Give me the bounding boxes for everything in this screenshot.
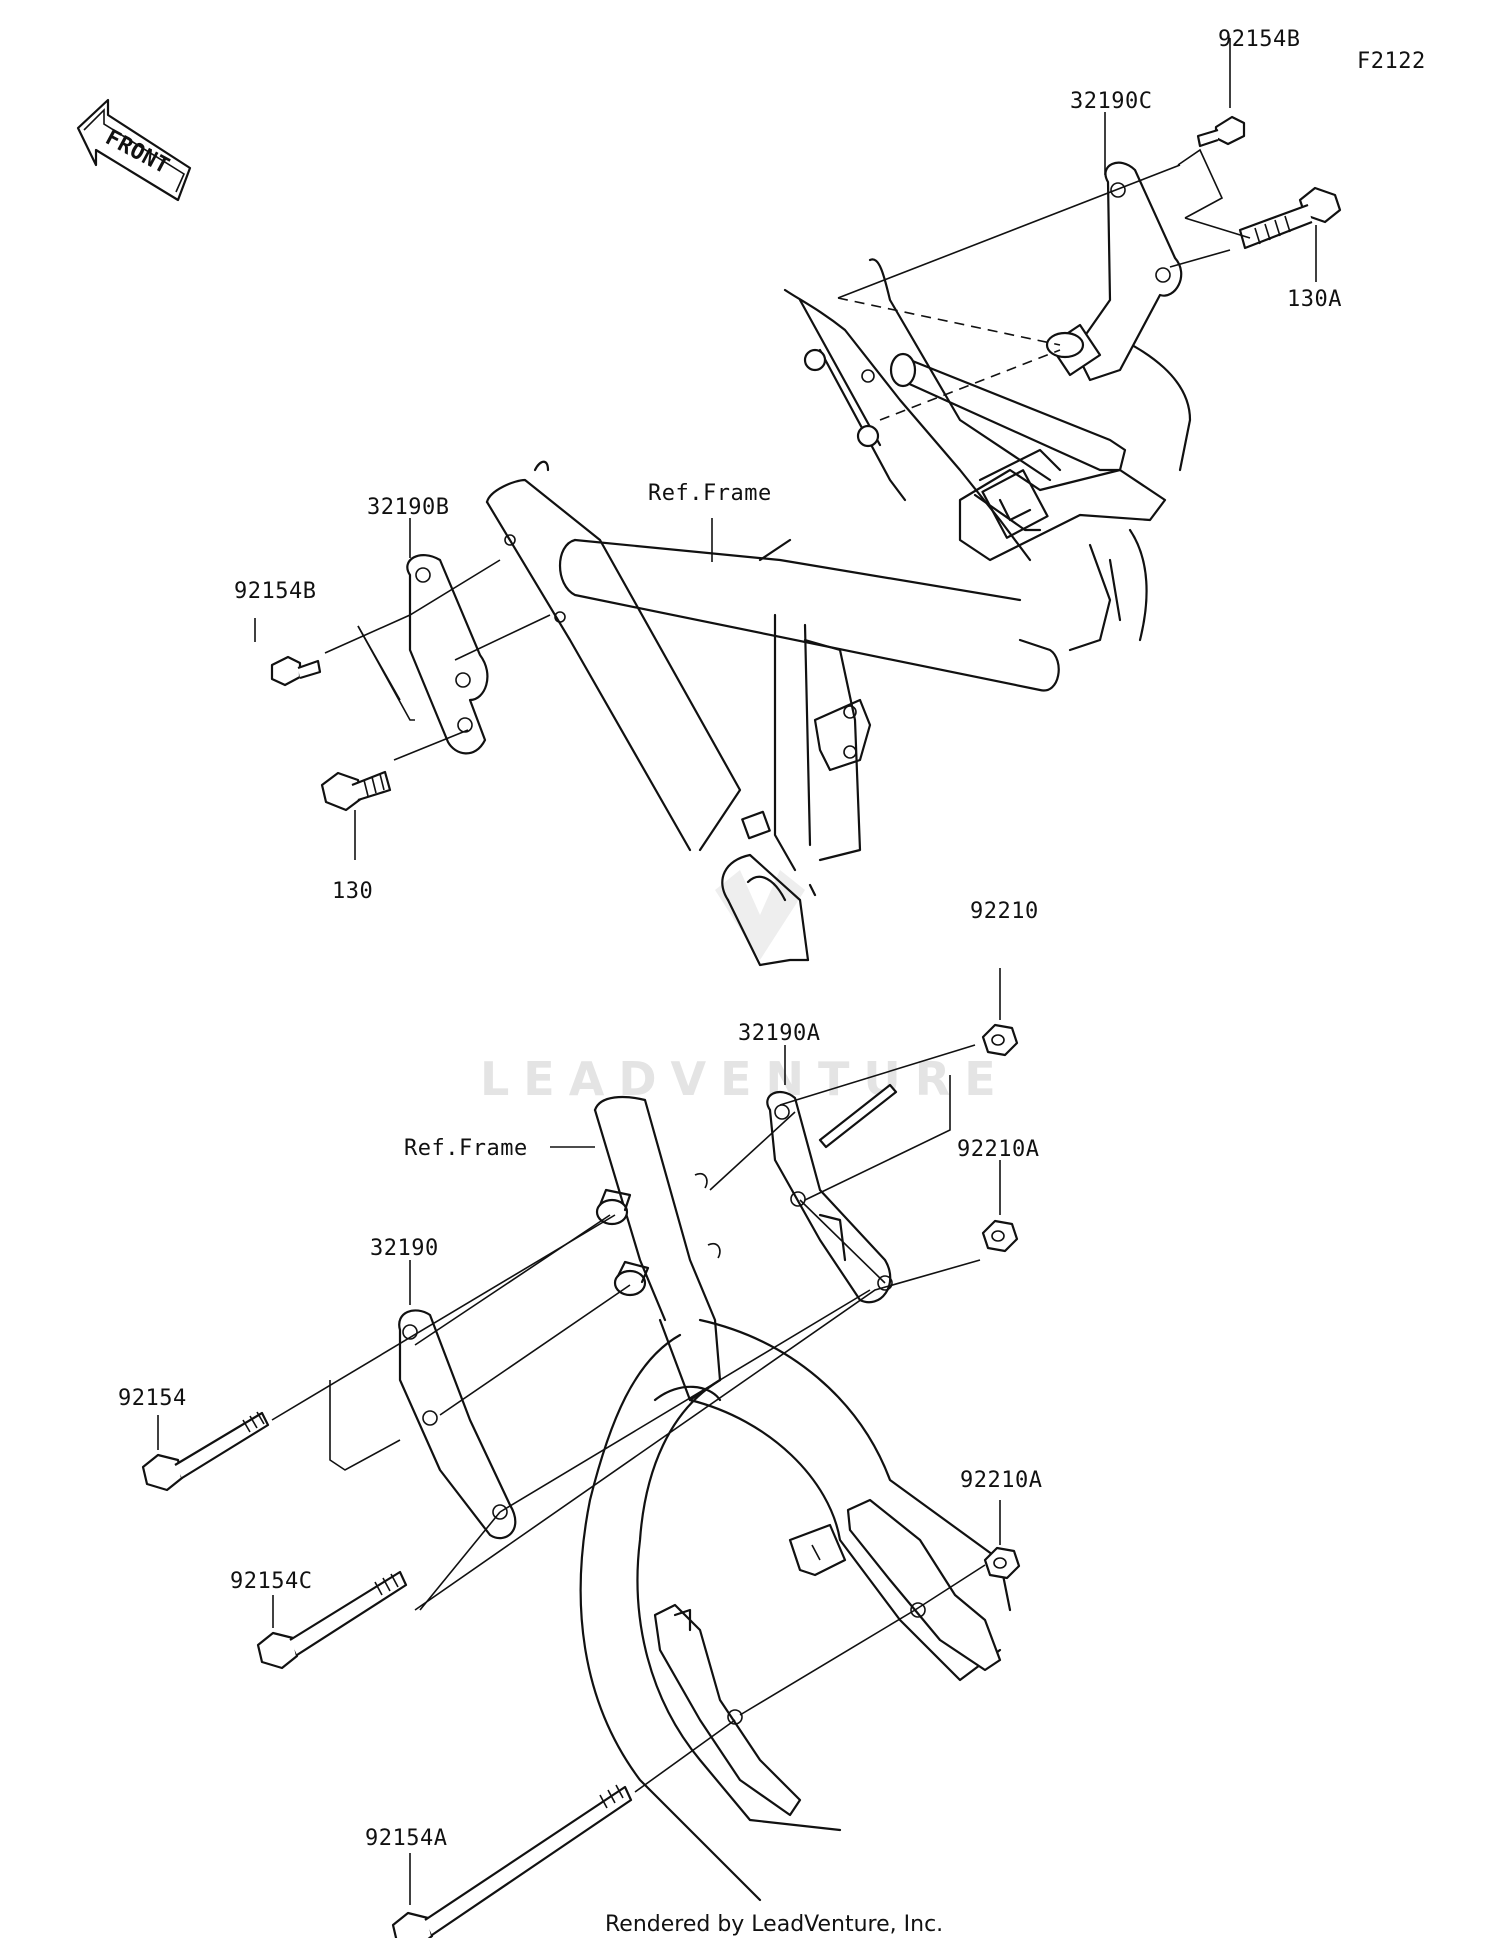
bolt-92154A <box>391 1784 633 1938</box>
footer-credit: Rendered by LeadVenture, Inc. <box>605 1912 943 1937</box>
label-32190B: 32190B <box>367 495 449 520</box>
bolt-130A <box>1238 186 1342 250</box>
label-92154A: 92154A <box>365 1826 447 1851</box>
label-92154B-top: 92154B <box>1218 27 1300 52</box>
nut-92210 <box>981 1023 1019 1057</box>
label-92154C: 92154C <box>230 1569 312 1594</box>
watermark-text: LEADVENTURE <box>480 1052 1010 1106</box>
label-130: 130 <box>332 879 373 904</box>
lower-frame <box>579 1095 1012 1902</box>
nut-92210A-lower <box>983 1546 1021 1580</box>
bracket-32190C <box>1045 161 1183 382</box>
bolt-92154C <box>256 1570 408 1670</box>
bolt-92154B-top <box>1196 115 1246 148</box>
label-ref-frame-lower: Ref.Frame <box>404 1136 528 1161</box>
diagram-code: F2122 <box>1357 49 1426 74</box>
label-32190A: 32190A <box>738 1021 820 1046</box>
label-92210A-lower: 92210A <box>960 1468 1042 1493</box>
nut-92210A-upper <box>981 1219 1019 1253</box>
bolt-130 <box>320 770 392 812</box>
label-92210A-upper: 92210A <box>957 1137 1039 1162</box>
label-92154: 92154 <box>118 1386 187 1411</box>
label-32190C: 32190C <box>1070 89 1152 114</box>
label-130A: 130A <box>1287 287 1342 312</box>
label-92210: 92210 <box>970 899 1039 924</box>
spacers <box>595 1172 721 1297</box>
label-92154B-left: 92154B <box>234 579 316 604</box>
bolt-92154B-left <box>270 655 322 687</box>
label-ref-frame-upper: Ref.Frame <box>648 481 772 506</box>
label-32190: 32190 <box>370 1236 439 1261</box>
bolt-92154 <box>141 1411 270 1492</box>
front-arrow-icon: FRONT <box>76 98 192 202</box>
watermark: LEADVENTURE <box>480 870 1010 1106</box>
bracket-32190B <box>406 554 489 755</box>
